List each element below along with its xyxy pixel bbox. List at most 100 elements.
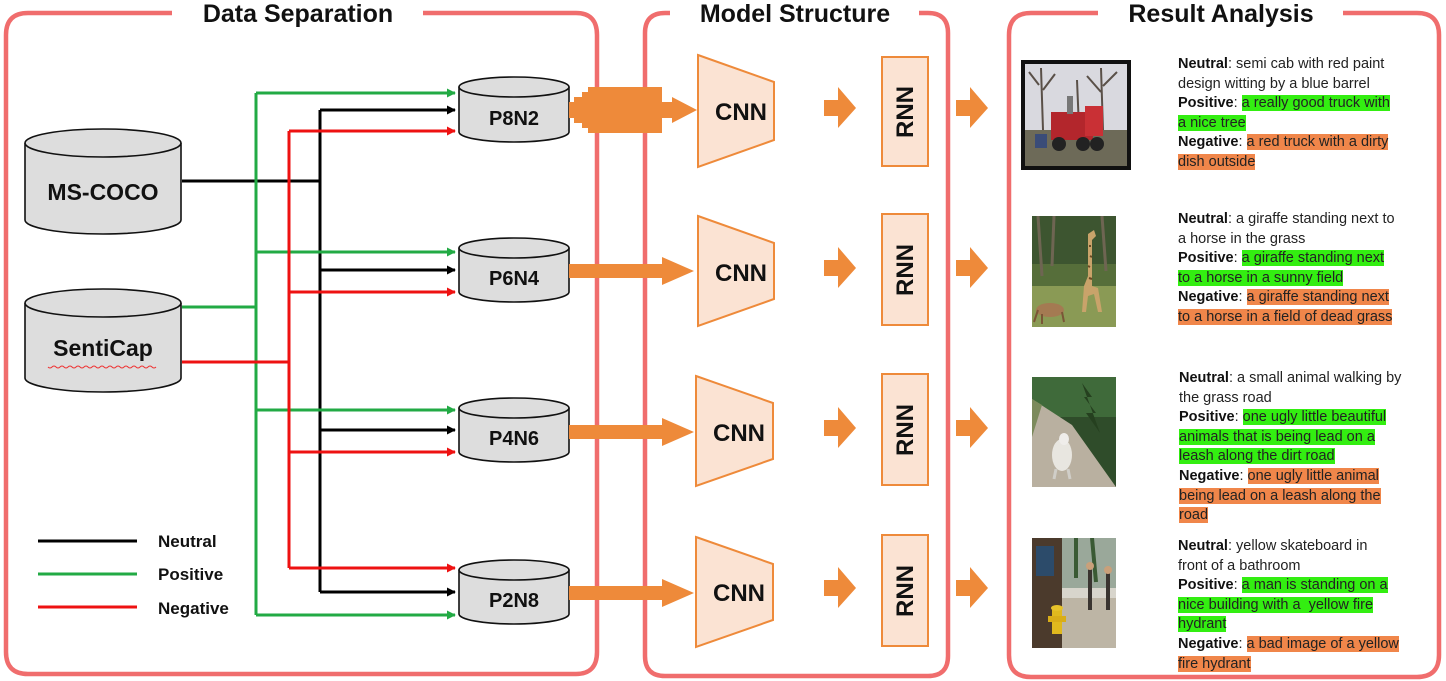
- caption-key-neutral: Neutral: [1178, 56, 1228, 72]
- rnn-label: RNN: [892, 404, 919, 456]
- result-image-small-animal: [1032, 377, 1116, 487]
- rnn-block: [881, 373, 929, 486]
- legend-label-negative: Negative: [158, 599, 229, 618]
- panel-title-backdrop: [1122, 0, 1320, 30]
- model-row-4: CNN RNN: [569, 534, 988, 649]
- db-split-p4n6: P4N6: [458, 397, 570, 463]
- legend: Neutral Positive Negative: [38, 532, 229, 618]
- caption-key-negative: Negative: [1179, 467, 1240, 484]
- arrow-cnn-to-rnn: [824, 87, 856, 128]
- caption-negative-cont: being lead on a leash along the: [1179, 487, 1381, 504]
- panel-title-model-structure: Model Structure: [700, 0, 890, 28]
- arrow-rnn-to-result: [956, 247, 988, 288]
- arrow-rnn-to-result: [956, 567, 988, 608]
- db-split-p6n4: P6N4: [458, 237, 570, 303]
- caption-key-neutral: Neutral: [1178, 211, 1228, 227]
- db-split-p8n2: P8N2: [458, 76, 570, 143]
- caption-negative: a bad image of a yellow: [1246, 635, 1399, 652]
- cnn-label: CNN: [715, 99, 767, 126]
- caption-key-positive: Positive: [1178, 250, 1234, 267]
- caption-neutral-cont: the grass road: [1179, 389, 1272, 406]
- caption-neutral: semi cab with red paint: [1236, 56, 1385, 72]
- panel-data-separation: Data Separation: [3, 0, 600, 677]
- result-caption-2: Neutral: a giraffe standing next to a ho…: [1178, 210, 1436, 328]
- caption-neutral: a small animal walking by: [1237, 370, 1402, 386]
- cnn-block: [695, 535, 774, 649]
- caption-negative-cont: road: [1179, 507, 1209, 524]
- rnn-label: RNN: [892, 244, 919, 296]
- result-image-truck: [1021, 60, 1131, 170]
- connectors-neutral: [182, 105, 456, 597]
- caption-negative: a giraffe standing next: [1246, 289, 1389, 306]
- caption-key-positive: Positive: [1178, 95, 1234, 112]
- caption-positive-cont: to a horse in a sunny field: [1178, 269, 1344, 286]
- caption-positive: a really good truck with: [1241, 95, 1390, 112]
- caption-neutral: yellow skateboard in: [1236, 538, 1368, 554]
- arrow-cnn-to-rnn: [824, 407, 856, 448]
- result-caption-1: Neutral: semi cab with red paint design …: [1178, 55, 1428, 173]
- db-mscoco: MS-COCO: [24, 128, 182, 235]
- cnn-label: CNN: [713, 420, 765, 447]
- arrow-rnn-to-result: [956, 87, 988, 128]
- caption-positive-cont: hydrant: [1178, 616, 1227, 633]
- cnn-label: CNN: [715, 260, 767, 287]
- panel-title-backdrop: [196, 0, 400, 30]
- model-row-3: CNN RNN: [569, 373, 988, 488]
- caption-key-negative: Negative: [1178, 134, 1239, 151]
- caption-negative: a red truck with a dirty: [1246, 134, 1389, 151]
- panel-result-analysis: Result Analysis: [1006, 0, 1442, 680]
- spellcheck-underline: [47, 365, 157, 369]
- arrow-split-to-cnn: [569, 418, 694, 446]
- caption-neutral: a giraffe standing next to: [1236, 211, 1395, 227]
- rnn-block: [881, 213, 929, 326]
- rnn-label: RNN: [892, 86, 919, 138]
- result-caption-4: Neutral: yellow skateboard in front of a…: [1178, 537, 1434, 674]
- cnn-label: CNN: [713, 580, 765, 607]
- caption-positive-cont: a nice tree: [1178, 114, 1246, 131]
- split-label: P2N8: [489, 590, 539, 612]
- caption-positive: a man is standing on a: [1241, 577, 1388, 594]
- caption-negative-cont: to a horse in a field of dead grass: [1178, 308, 1393, 325]
- arrow-rnn-to-result: [956, 407, 988, 448]
- panel-title-result-analysis: Result Analysis: [1128, 0, 1313, 28]
- caption-neutral-cont: front of a bathroom: [1178, 557, 1301, 574]
- rnn-block: [881, 534, 929, 647]
- caption-negative-cont: dish outside: [1178, 153, 1256, 170]
- result-image-fire-hydrant: [1032, 538, 1116, 648]
- panel-model-structure: Model Structure: [642, 0, 951, 679]
- result-caption-3: Neutral: a small animal walking by the g…: [1179, 369, 1435, 526]
- caption-key-positive: Positive: [1179, 409, 1235, 426]
- legend-label-neutral: Neutral: [158, 532, 217, 551]
- split-label: P6N4: [489, 268, 540, 290]
- caption-neutral-cont: a horse in the grass: [1178, 230, 1306, 247]
- result-image-giraffe: [1032, 216, 1116, 327]
- connectors-negative: [182, 126, 456, 573]
- caption-positive-cont: nice building with a yellow fire: [1178, 596, 1374, 613]
- caption-negative-cont: fire hydrant: [1178, 655, 1251, 672]
- caption-negative: one ugly little animal: [1247, 467, 1379, 484]
- cnn-block: [695, 374, 774, 488]
- caption-key-positive: Positive: [1178, 577, 1234, 594]
- arrow-cnn-to-rnn: [824, 247, 856, 288]
- caption-positive: one ugly little beautiful: [1242, 409, 1387, 426]
- caption-positive-cont: leash along the dirt road: [1179, 448, 1335, 465]
- caption-neutral-cont: design witting by a blue barrel: [1178, 75, 1370, 92]
- model-row-2: CNN RNN: [569, 213, 988, 328]
- cnn-block: [697, 53, 775, 169]
- caption-positive-cont: animals that is being lead on a: [1179, 428, 1375, 445]
- cnn-block: [697, 214, 775, 328]
- db-label-senticap: SentiCap: [53, 335, 153, 361]
- panel-title-backdrop: [693, 0, 897, 30]
- arrow-cnn-to-rnn: [824, 567, 856, 608]
- db-split-p2n8: P2N8: [458, 559, 570, 625]
- caption-key-negative: Negative: [1178, 635, 1239, 652]
- split-label: P8N2: [489, 108, 539, 130]
- caption-key-neutral: Neutral: [1179, 370, 1229, 386]
- model-row-1: CNN RNN: [569, 53, 988, 169]
- legend-label-positive: Positive: [158, 565, 223, 584]
- arrow-split-to-cnn: [569, 87, 697, 133]
- caption-positive: a giraffe standing next: [1241, 250, 1385, 267]
- split-label: P4N6: [489, 428, 539, 450]
- caption-key-negative: Negative: [1178, 289, 1239, 306]
